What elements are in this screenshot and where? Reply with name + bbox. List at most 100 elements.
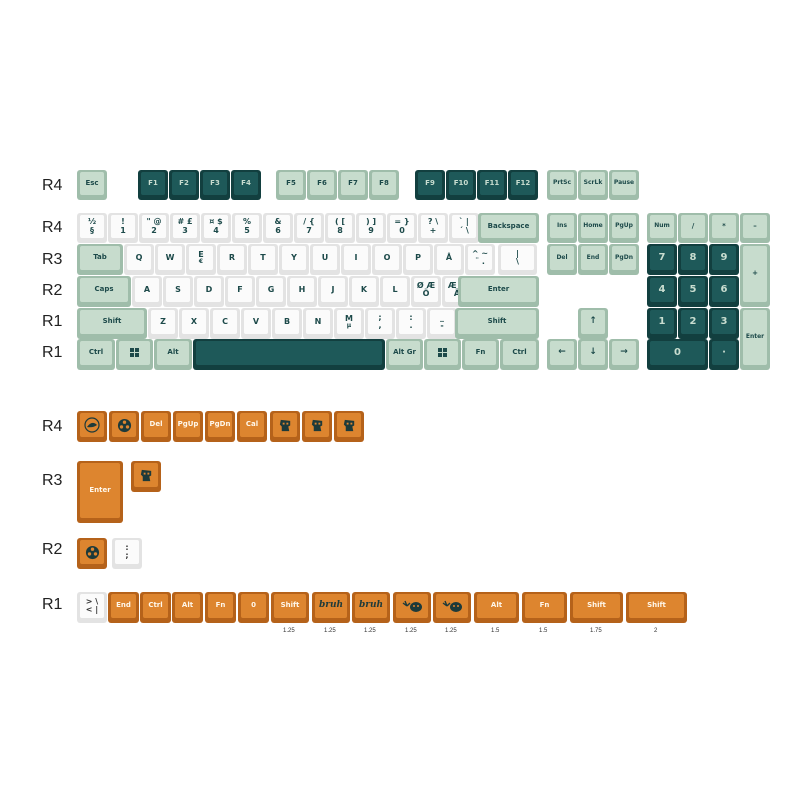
key-num-8[interactable]: 8 (678, 244, 708, 275)
key-num-9[interactable]: 9 (709, 244, 739, 275)
key-enter[interactable]: Enter (458, 276, 539, 307)
key-e[interactable]: E€ (186, 244, 216, 275)
key-numlock[interactable]: Num (647, 213, 677, 243)
key-orange-alt-15[interactable]: Alt (474, 592, 519, 623)
key-island-1[interactable] (393, 592, 431, 623)
key-tiki-1[interactable] (270, 411, 300, 442)
key-orange-shift-175[interactable]: Shift (570, 592, 623, 623)
key-2[interactable]: " @2 (139, 213, 169, 243)
key-section[interactable]: ½§ (77, 213, 107, 243)
key-8[interactable]: ( [8 (325, 213, 355, 243)
key-tab[interactable]: Tab (77, 244, 123, 275)
key-backspace[interactable]: Backspace (478, 213, 539, 243)
key-num-plus[interactable]: + (740, 244, 770, 307)
key-aring[interactable]: Å (434, 244, 464, 275)
key-4[interactable]: ¤ $4 (201, 213, 231, 243)
key-ins[interactable]: Ins (547, 213, 577, 243)
key-pgdn[interactable]: PgDn (609, 244, 639, 275)
key-tiki-3[interactable] (334, 411, 364, 442)
key-comma[interactable]: ;, (365, 308, 395, 339)
key-w[interactable]: W (155, 244, 185, 275)
key-alt-left[interactable]: Alt (154, 339, 192, 370)
key-caps[interactable]: Caps (77, 276, 131, 307)
key-ctrl-right[interactable]: Ctrl (500, 339, 539, 370)
key-f2[interactable]: F2 (169, 170, 199, 200)
key-del[interactable]: Del (547, 244, 577, 275)
key-1[interactable]: !1 (108, 213, 138, 243)
key-orange-pgup[interactable]: PgUp (173, 411, 203, 442)
key-orange-pgdn[interactable]: PgDn (205, 411, 235, 442)
key-f5[interactable]: F5 (276, 170, 306, 200)
key-orange-ctrl[interactable]: Ctrl (140, 592, 171, 623)
key-win-right[interactable] (424, 339, 461, 370)
key-fn[interactable]: Fn (462, 339, 499, 370)
key-shift-right[interactable]: Shift (455, 308, 539, 339)
key-ctrl-left[interactable]: Ctrl (77, 339, 115, 370)
key-f1[interactable]: F1 (138, 170, 168, 200)
key-shift-left[interactable]: Shift (77, 308, 147, 339)
key-d[interactable]: D (194, 276, 224, 307)
key-num-enter[interactable]: Enter (740, 308, 770, 370)
key-f9[interactable]: F9 (415, 170, 445, 200)
key-f4[interactable]: F4 (231, 170, 261, 200)
key-arrow-right[interactable]: → (609, 339, 639, 370)
key-num-star[interactable]: * (709, 213, 739, 243)
key-orange-del[interactable]: Del (141, 411, 171, 442)
key-6[interactable]: &6 (263, 213, 293, 243)
key-g[interactable]: G (256, 276, 286, 307)
key-num-slash[interactable]: / (678, 213, 708, 243)
key-orange-shift-2[interactable]: Shift (626, 592, 687, 623)
key-b[interactable]: B (272, 308, 302, 339)
key-t[interactable]: T (248, 244, 278, 275)
key-esc[interactable]: Esc (77, 170, 107, 200)
key-arrow-down[interactable]: ↓ (578, 339, 608, 370)
key-bruh-1[interactable]: bruh (312, 592, 350, 623)
key-0[interactable]: = }0 (387, 213, 417, 243)
key-period[interactable]: :. (396, 308, 426, 339)
key-koi[interactable] (77, 411, 107, 442)
key-num-0[interactable]: 0 (647, 339, 708, 370)
key-reel-1[interactable] (109, 411, 139, 442)
key-z[interactable]: Z (148, 308, 178, 339)
key-f8[interactable]: F8 (369, 170, 399, 200)
key-n[interactable]: N (303, 308, 333, 339)
key-p[interactable]: P (403, 244, 433, 275)
key-reel-2[interactable] (77, 538, 107, 569)
key-num-1[interactable]: 1 (647, 308, 677, 339)
key-arrow-up[interactable]: ↑ (578, 308, 608, 339)
key-num-6[interactable]: 6 (709, 276, 739, 307)
key-f12[interactable]: F12 (508, 170, 538, 200)
key-i[interactable]: I (341, 244, 371, 275)
key-o[interactable]: O (372, 244, 402, 275)
key-y[interactable]: Y (279, 244, 309, 275)
key-tiki-2[interactable] (302, 411, 332, 442)
key-a[interactable]: A (132, 276, 162, 307)
key-win-left[interactable] (116, 339, 153, 370)
key-7[interactable]: / {7 (294, 213, 324, 243)
key-h[interactable]: H (287, 276, 317, 307)
key-tiki-4[interactable] (131, 461, 161, 492)
key-orange-cal[interactable]: Cal (237, 411, 267, 442)
key-space[interactable] (193, 339, 385, 370)
key-orange-alt[interactable]: Alt (172, 592, 203, 623)
key-minus[interactable]: _- (427, 308, 457, 339)
key-diaeresis[interactable]: ^ ~¨ . (465, 244, 495, 275)
key-home[interactable]: Home (578, 213, 608, 243)
key-num-2[interactable]: 2 (678, 308, 708, 339)
key-f[interactable]: F (225, 276, 255, 307)
key-acute[interactable]: ` |´ \ (449, 213, 479, 243)
key-island-2[interactable] (433, 592, 471, 623)
key-end[interactable]: End (578, 244, 608, 275)
key-orange-end[interactable]: End (108, 592, 139, 623)
key-v[interactable]: V (241, 308, 271, 339)
key-f6[interactable]: F6 (307, 170, 337, 200)
key-s[interactable]: S (163, 276, 193, 307)
key-bruh-2[interactable]: bruh (352, 592, 390, 623)
key-l[interactable]: L (380, 276, 410, 307)
key-orange-iso-enter[interactable]: Enter (77, 461, 123, 523)
key-c[interactable]: C (210, 308, 240, 339)
key-arrow-left[interactable]: ← (547, 339, 577, 370)
key-num-minus[interactable]: – (740, 213, 770, 243)
